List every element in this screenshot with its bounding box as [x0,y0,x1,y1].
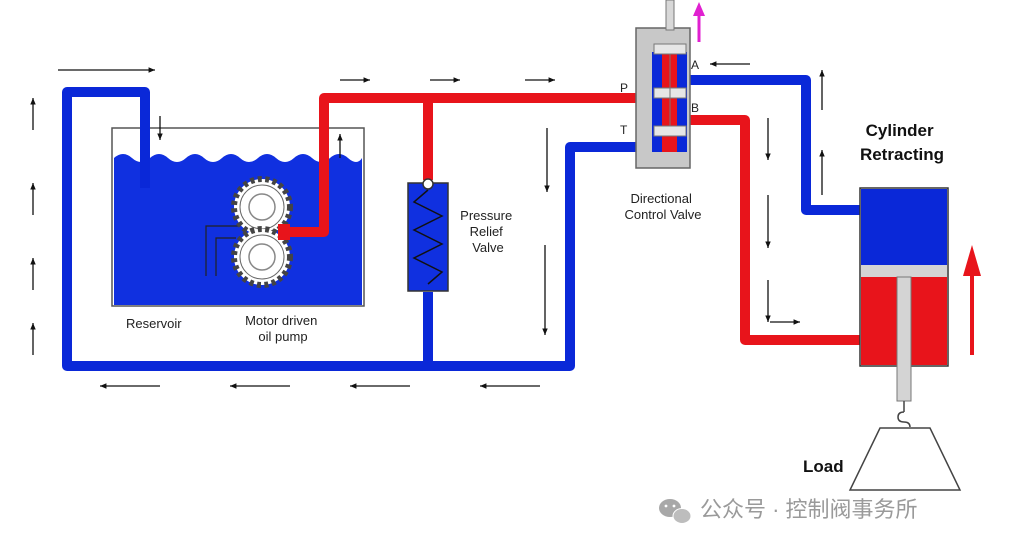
flow-arrowhead [793,319,800,325]
cylinder-state-label: Cylinder Retracting [860,121,944,164]
relief-label-line1: Pressure [460,208,512,223]
flow-arrowhead [30,258,36,265]
dcv-label-line1: Directional [630,191,692,206]
flow-arrowhead [363,77,370,83]
flow-arrowhead [100,383,107,389]
cylinder-motion-arrow [963,245,981,355]
flow-arrowhead [819,70,825,77]
pump-label: Motor driven oil pump [245,313,321,344]
spool-motion-arrow [693,2,705,42]
relief-valve-label: Pressure Relief Valve [460,208,516,255]
flow-arrowhead [765,241,771,248]
reservoir-label: Reservoir [126,316,182,331]
hydraulic-cylinder [859,187,949,402]
relief-label-line3: Valve [472,240,504,255]
pump-label-line2: oil pump [258,329,307,344]
pump-label-line1: Motor driven [245,313,317,328]
port-t-label: T [620,123,628,137]
flow-arrowhead [30,323,36,330]
watermark-text: 公众号 · 控制阀事务所 [700,497,918,522]
dcv-label: Directional Control Valve [624,191,701,222]
dcv-label-line2: Control Valve [624,207,701,222]
suction-pipe [205,225,240,276]
flow-arrowhead [765,153,771,160]
flow-arrowhead [480,383,487,389]
flow-arrowhead [710,61,717,67]
flow-arrowhead [548,77,555,83]
flow-arrows [30,61,825,389]
relief-label-line2: Relief [470,224,504,239]
flow-arrowhead [230,383,237,389]
flow-arrowhead [542,328,548,335]
port-p-label: P [620,81,628,95]
flow-arrowhead [453,77,460,83]
flow-arrowhead [148,67,155,73]
pressure-line [286,93,862,345]
flow-arrowhead [30,98,36,105]
flow-arrowhead [337,134,343,141]
flow-arrowhead [765,315,771,322]
flow-arrowhead [30,183,36,190]
port-b-label: B [691,101,699,115]
pressure-relief-valve [407,178,449,292]
port-a-label: A [691,58,699,72]
flow-arrowhead [157,133,163,140]
wechat-icon [659,499,692,524]
gear-pump [231,176,293,288]
cylinder-label-line2: Retracting [860,145,944,164]
return-line [62,75,862,371]
cylinder-label-line1: Cylinder [866,121,934,140]
directional-control-valve [635,0,691,169]
load-label: Load [803,457,844,476]
load-weight [848,401,962,491]
flow-arrowhead [819,150,825,157]
watermark: 公众号 · 控制阀事务所 [659,497,918,524]
flow-arrowhead [350,383,357,389]
flow-arrowhead [544,185,550,192]
